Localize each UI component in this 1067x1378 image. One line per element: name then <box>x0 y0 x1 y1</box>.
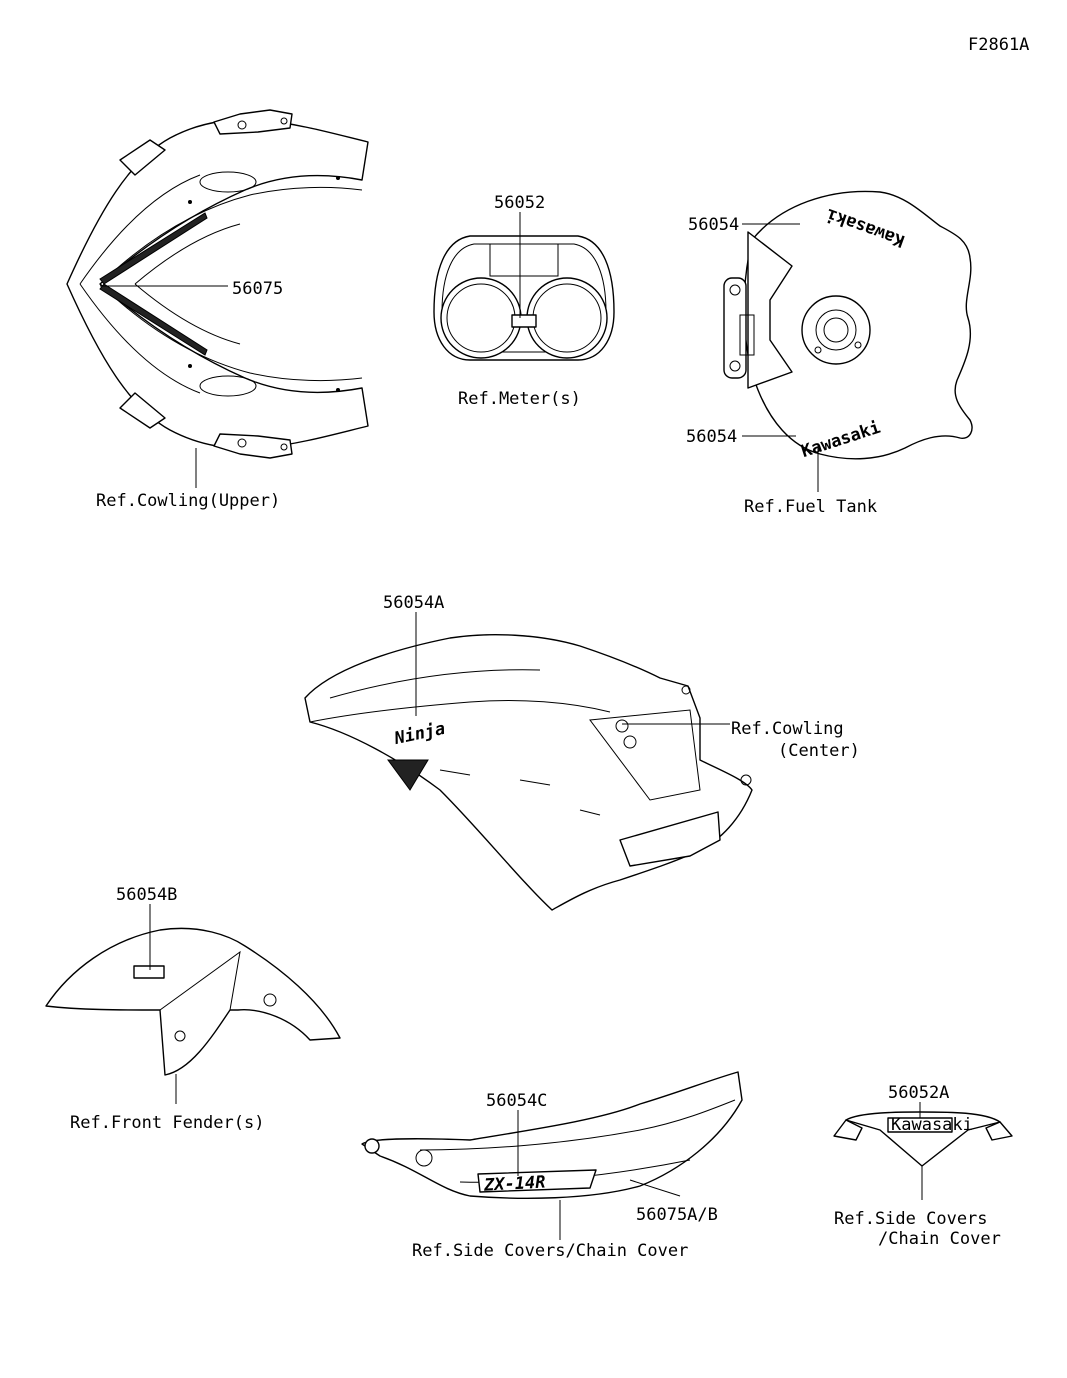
center-cowling-drawing <box>304 612 753 911</box>
zx14r-decal: ZX-14R <box>483 1173 546 1196</box>
front-fender-drawing <box>45 904 341 1104</box>
callout-56054-top: 56054 <box>688 215 739 235</box>
ref-cowling-upper: Ref.Cowling(Upper) <box>96 491 280 511</box>
ref-fuel-tank: Ref.Fuel Tank <box>744 497 877 517</box>
ref-front-fender: Ref.Front Fender(s) <box>70 1113 264 1133</box>
rear-piece-drawing <box>833 1102 1013 1200</box>
callout-56054-bottom: 56054 <box>686 427 737 447</box>
meter-drawing <box>433 212 615 361</box>
callout-56075AB: 56075A/B <box>636 1205 718 1225</box>
ref-cowling-center-1: Ref.Cowling <box>731 719 844 739</box>
side-covers-drawing <box>361 1071 743 1240</box>
figure-id: F2861A <box>968 35 1029 55</box>
callout-56054A: 56054A <box>383 593 444 613</box>
ref-side-covers-chain: Ref.Side Covers/Chain Cover <box>412 1241 688 1261</box>
callout-56052A: 56052A <box>888 1083 949 1103</box>
rear-decal: Kawasaki <box>891 1115 973 1135</box>
callout-56052: 56052 <box>494 193 545 213</box>
ref-cowling-center-2: (Center) <box>778 741 860 761</box>
callout-56054B: 56054B <box>116 885 177 905</box>
callout-56075: 56075 <box>232 279 283 299</box>
fuel-tank-drawing <box>723 190 973 492</box>
ref-side-covers-1: Ref.Side Covers <box>834 1209 988 1229</box>
upper-cowling-drawing <box>66 109 369 488</box>
callout-56054C: 56054C <box>486 1091 547 1111</box>
ref-side-covers-2: /Chain Cover <box>878 1229 1001 1249</box>
ref-meters: Ref.Meter(s) <box>458 389 581 409</box>
